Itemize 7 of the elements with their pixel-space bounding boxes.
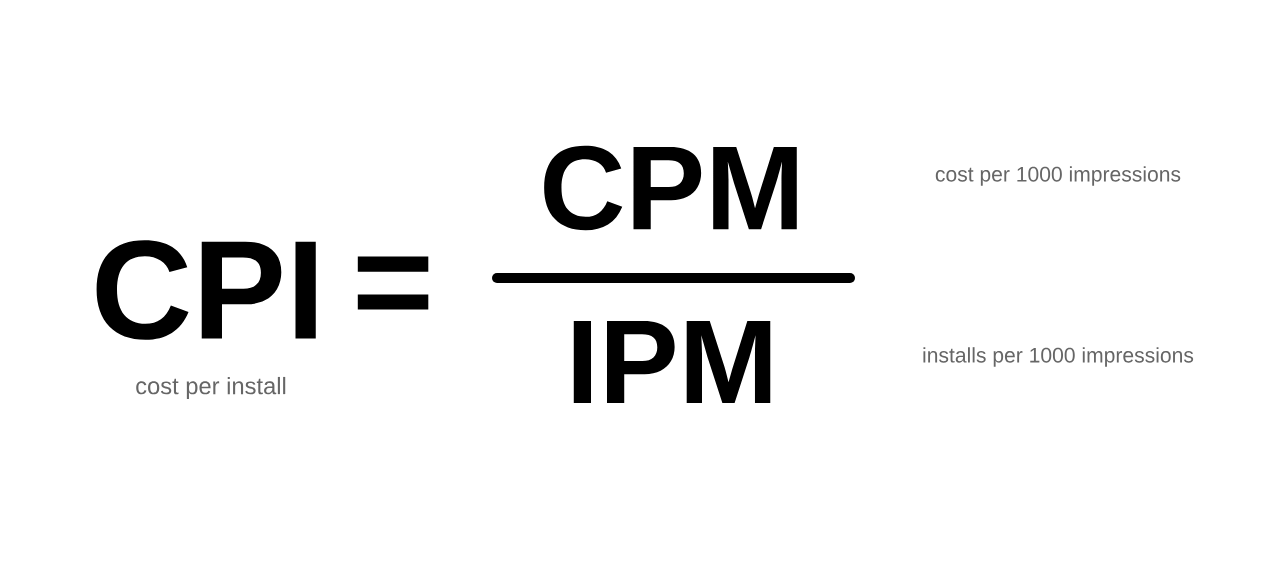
- definition-note: cost per 1000 impressions: [935, 166, 1181, 186]
- numerator: CPM: [544, 145, 797, 231]
- equals-sign: =: [357, 256, 429, 310]
- definition-note: cost per install: [136, 376, 286, 400]
- formula-term: CPI: [96, 240, 316, 340]
- denominator: IPM: [573, 320, 771, 404]
- definition-note: installs per 1000 impressions: [923, 347, 1194, 367]
